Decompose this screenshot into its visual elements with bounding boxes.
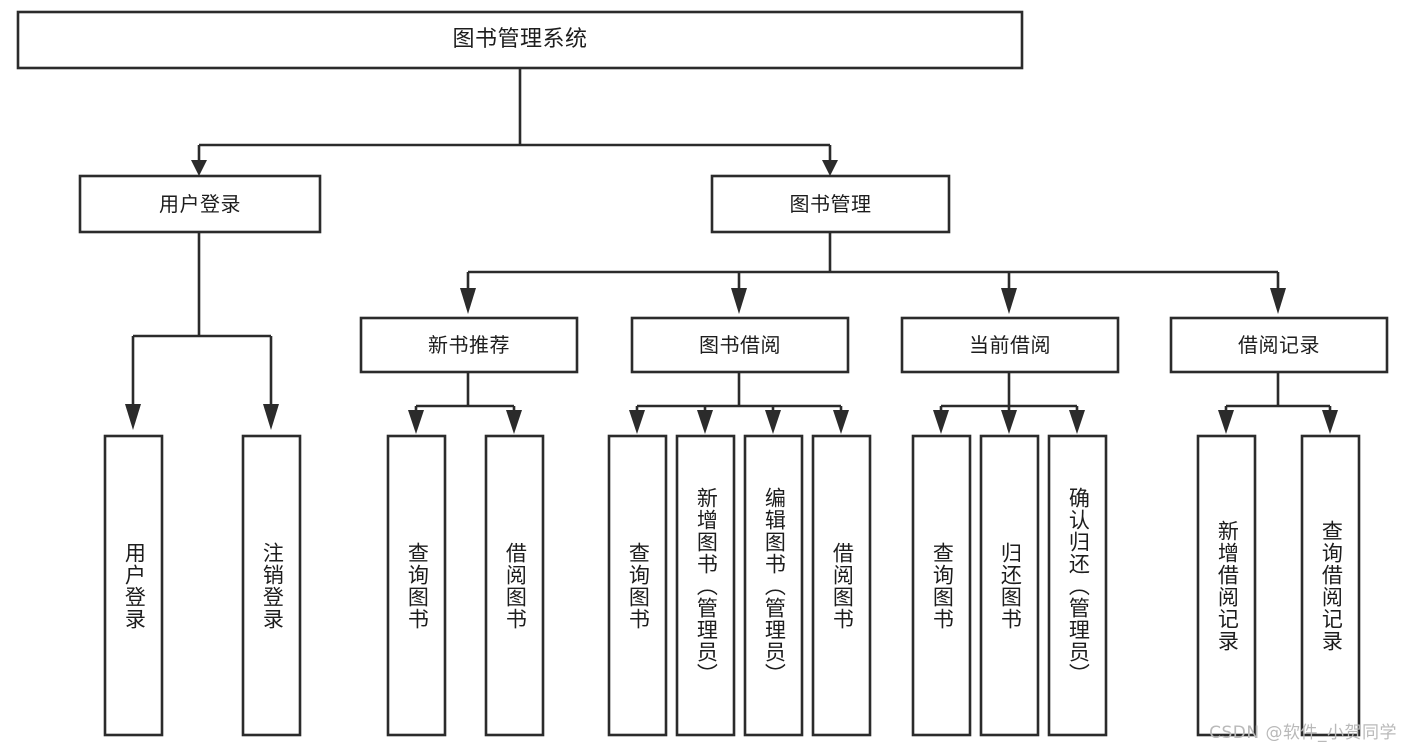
node-box-book-manage[interactable] xyxy=(710,174,951,234)
node-box-leaf-return-book[interactable] xyxy=(979,434,1040,737)
node-box-borrow-record[interactable] xyxy=(1169,316,1389,374)
arrow-head-leaf-edit-book xyxy=(765,410,781,434)
node-box-leaf-confirm-return[interactable] xyxy=(1047,434,1108,737)
node-box-leaf-add-record[interactable] xyxy=(1196,434,1257,737)
arrow-head-leaf-return-book xyxy=(1001,410,1017,434)
node-box-leaf-add-book[interactable] xyxy=(675,434,736,737)
node-box-leaf-borrow-book-1[interactable] xyxy=(484,434,545,737)
arrow-head-leaf-add-record xyxy=(1218,410,1234,434)
node-box-leaf-borrow-book-2[interactable] xyxy=(811,434,872,737)
arrow-head-userlogin xyxy=(191,160,207,176)
arrow-head-leaf-query-record xyxy=(1322,410,1338,434)
arrow-head-leaf-user-login xyxy=(125,404,141,430)
arrow-head-leaf-query-book-2 xyxy=(629,410,645,434)
arrow-head-borrow-record xyxy=(1270,288,1286,314)
arrow-head-book-borrow xyxy=(731,288,747,314)
arrow-head-leaf-borrow-book-1 xyxy=(506,410,522,434)
node-box-new-book-recommend[interactable] xyxy=(359,316,579,374)
node-box-group xyxy=(16,10,1389,737)
node-box-leaf-query-book-3[interactable] xyxy=(911,434,972,737)
arrow-head-leaf-query-book-3 xyxy=(933,410,949,434)
node-box-leaf-query-book-1[interactable] xyxy=(386,434,447,737)
node-box-leaf-user-login[interactable] xyxy=(103,434,164,737)
connector-group xyxy=(125,68,1338,434)
arrow-head-leaf-borrow-book-2 xyxy=(833,410,849,434)
node-box-book-borrow[interactable] xyxy=(630,316,850,374)
arrow-head-leaf-user-logout xyxy=(263,404,279,430)
arrow-head-leaf-query-book-1 xyxy=(408,410,424,434)
node-box-leaf-query-book-2[interactable] xyxy=(607,434,668,737)
arrow-head-bookmanage xyxy=(822,160,838,176)
arrow-head-new-book-recommend xyxy=(460,288,476,314)
arrow-head-leaf-confirm-return xyxy=(1069,410,1085,434)
node-box-leaf-query-record[interactable] xyxy=(1300,434,1361,737)
arrow-head-current-borrow xyxy=(1001,288,1017,314)
arrow-head-leaf-add-book xyxy=(697,410,713,434)
node-box-leaf-user-logout[interactable] xyxy=(241,434,302,737)
node-box-root[interactable] xyxy=(16,10,1024,70)
node-box-user-login[interactable] xyxy=(78,174,322,234)
node-box-current-borrow[interactable] xyxy=(900,316,1120,374)
node-box-leaf-edit-book[interactable] xyxy=(743,434,804,737)
